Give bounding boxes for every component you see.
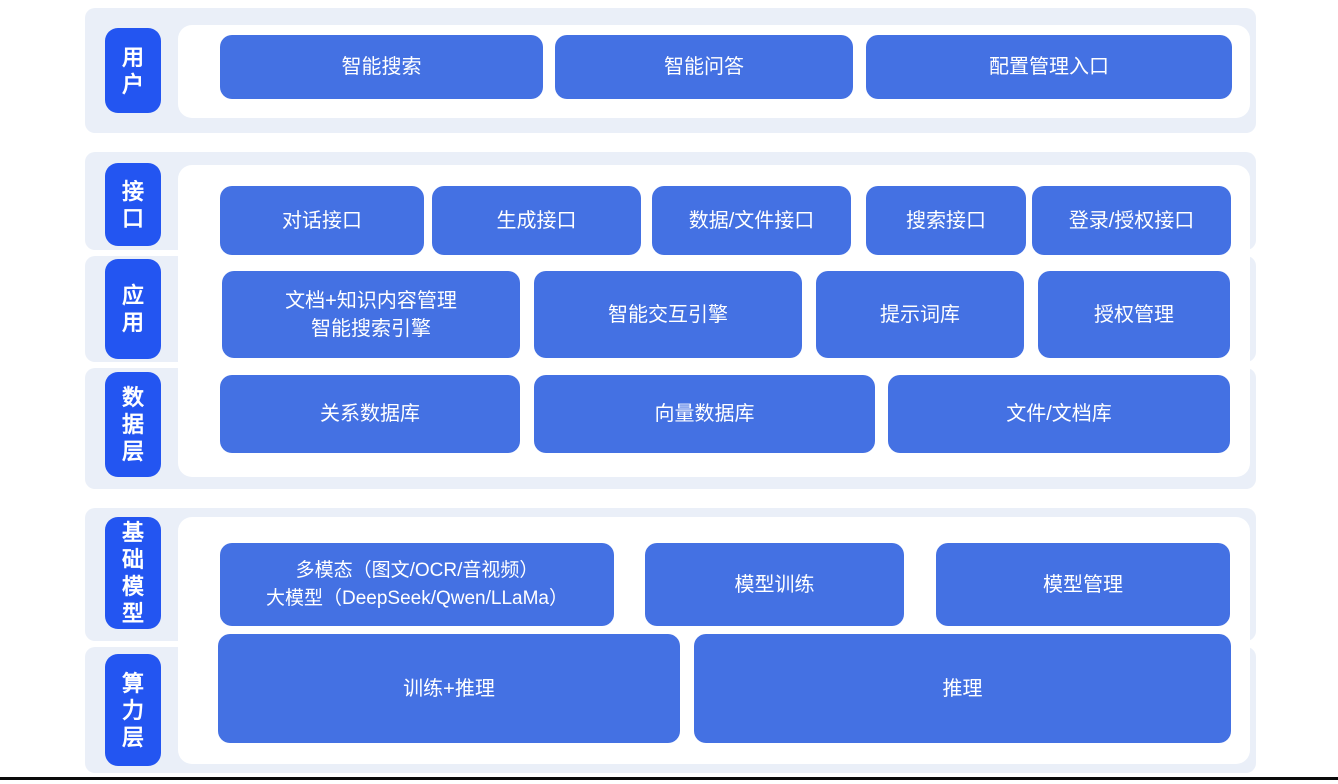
- box-intelligent-search: 智能搜索: [220, 35, 543, 99]
- box-inference: 推理: [694, 634, 1231, 743]
- layer-label-application: 应 用: [105, 259, 161, 359]
- box-interactive-engine: 智能交互引擎: [534, 271, 802, 358]
- box-model-management: 模型管理: [936, 543, 1230, 626]
- box-intelligent-qa: 智能问答: [555, 35, 853, 99]
- box-config-management-entry: 配置管理入口: [866, 35, 1232, 99]
- box-model-training: 模型训练: [645, 543, 904, 626]
- box-doc-knowledge-search-engine: 文档+知识内容管理 智能搜索引擎: [222, 271, 520, 358]
- box-dialog-api: 对话接口: [220, 186, 424, 255]
- box-login-auth-api: 登录/授权接口: [1032, 186, 1231, 255]
- box-training-plus-inference: 训练+推理: [218, 634, 680, 743]
- layer-label-foundation-model: 基 础 模 型: [105, 517, 161, 629]
- layer-label-compute: 算 力 层: [105, 654, 161, 766]
- layer-label-data: 数 据 层: [105, 372, 161, 477]
- box-prompt-library: 提示词库: [816, 271, 1024, 358]
- section-interface-application-data: 接 口 应 用 数 据 层 对话接口 生成接口 数据/文件接口 搜索接口 登录/…: [85, 152, 1256, 489]
- box-multimodal-large-model: 多模态（图文/OCR/音视频） 大模型（DeepSeek/Qwen/LLaMa）: [220, 543, 614, 626]
- box-generation-api: 生成接口: [432, 186, 641, 255]
- box-data-file-api: 数据/文件接口: [652, 186, 851, 255]
- layer-label-user: 用 户: [105, 28, 161, 113]
- section-foundation-compute: 基 础 模 型 算 力 层 多模态（图文/OCR/音视频） 大模型（DeepSe…: [85, 508, 1256, 773]
- layer-label-interface: 接 口: [105, 163, 161, 246]
- box-search-api: 搜索接口: [866, 186, 1026, 255]
- section-user-layer: 用 户 智能搜索 智能问答 配置管理入口: [85, 8, 1256, 133]
- box-file-document-store: 文件/文档库: [888, 375, 1230, 453]
- box-vector-database: 向量数据库: [534, 375, 875, 453]
- bottom-divider-line: [0, 777, 1338, 780]
- box-authorization-management: 授权管理: [1038, 271, 1230, 358]
- box-relational-database: 关系数据库: [220, 375, 520, 453]
